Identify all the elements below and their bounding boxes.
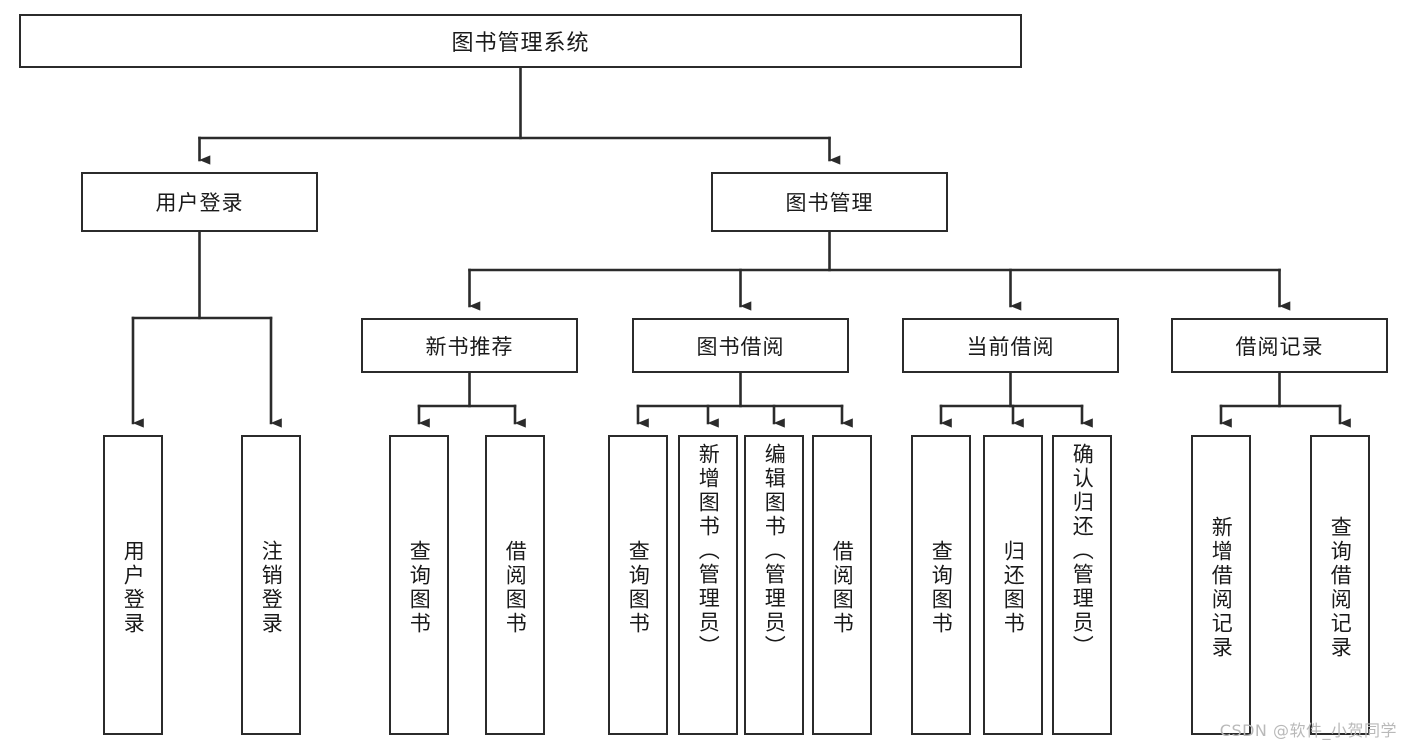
leaf-add-book-admin[interactable]: 新增图书（管理员） [678,435,738,735]
node-label: 归还图书 [1001,540,1026,636]
node-label: 借阅图书 [503,540,528,636]
node-label: 确认归还（管理员） [1070,443,1095,659]
node-label: 查询图书 [407,540,432,636]
node-label: 新增借阅记录 [1209,516,1234,660]
node-label: 新增图书（管理员） [696,443,721,659]
leaf-query-books-recommend[interactable]: 查询图书 [389,435,449,735]
node-label: 注销登录 [259,540,284,636]
leaf-return-books[interactable]: 归还图书 [983,435,1043,735]
node-book-borrow[interactable]: 图书借阅 [632,318,849,373]
node-label: 图书借阅 [696,334,785,359]
node-label: 查询图书 [626,540,651,636]
node-borrow-record[interactable]: 借阅记录 [1171,318,1388,373]
leaf-query-books-borrow[interactable]: 查询图书 [608,435,668,735]
node-label: 借阅记录 [1235,334,1324,359]
node-label: 借阅图书 [830,540,855,636]
node-label: 编辑图书（管理员） [762,443,787,659]
leaf-edit-book-admin[interactable]: 编辑图书（管理员） [744,435,804,735]
node-label: 查询图书 [929,540,954,636]
leaf-query-books-current[interactable]: 查询图书 [911,435,971,735]
node-book-management[interactable]: 图书管理 [711,172,948,232]
leaf-user-login[interactable]: 用户登录 [103,435,163,735]
leaf-query-borrow-record[interactable]: 查询借阅记录 [1310,435,1370,735]
node-new-book-recommend[interactable]: 新书推荐 [361,318,578,373]
node-label: 用户登录 [121,540,146,636]
node-label: 用户登录 [155,191,244,215]
node-current-borrow[interactable]: 当前借阅 [902,318,1119,373]
node-label: 新书推荐 [425,334,514,359]
leaf-add-borrow-record[interactable]: 新增借阅记录 [1191,435,1251,735]
leaf-confirm-return-admin[interactable]: 确认归还（管理员） [1052,435,1112,735]
node-label: 图书管理 [785,191,874,215]
node-root-book-management-system[interactable]: 图书管理系统 [19,14,1022,68]
node-label: 当前借阅 [966,334,1055,359]
node-user-login[interactable]: 用户登录 [81,172,318,232]
leaf-logout[interactable]: 注销登录 [241,435,301,735]
watermark-text: CSDN @软件_小贺同学 [1219,721,1397,740]
node-label: 查询借阅记录 [1328,516,1353,660]
leaf-borrow-books-recommend[interactable]: 借阅图书 [485,435,545,735]
leaf-borrow-books[interactable]: 借阅图书 [812,435,872,735]
node-label: 图书管理系统 [451,31,590,56]
